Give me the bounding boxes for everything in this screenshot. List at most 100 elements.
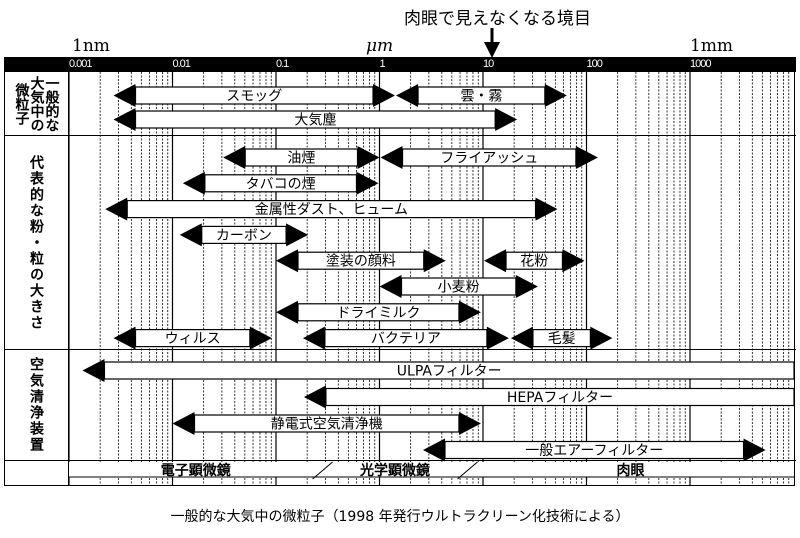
section-label-atmospheric: 一般的な 大気中の 微粒子 xyxy=(4,73,68,135)
particle-bar: 花粉 xyxy=(484,249,585,273)
bar-left-arrow-icon xyxy=(379,275,402,298)
bar-label: バクテリア xyxy=(371,331,441,347)
bar-right-arrow-icon xyxy=(286,223,309,247)
bar-label: カーボン xyxy=(216,228,272,244)
bar-right-arrow-icon xyxy=(495,108,518,131)
particle-bar: カーボン xyxy=(179,223,309,247)
visibility-boundary-label: 肉眼で見えなくなる境目 xyxy=(404,9,591,29)
bar-left-arrow-icon xyxy=(303,385,326,409)
bar-right-arrow-icon xyxy=(423,249,446,273)
bar-left-arrow-icon xyxy=(510,326,533,350)
bar-right-arrow-icon xyxy=(249,326,272,350)
axis-tick-label: 0.01 xyxy=(172,58,191,70)
bar-right-arrow-icon xyxy=(544,84,567,107)
instrument-boundary-slash xyxy=(312,461,333,480)
bar-right-arrow-icon xyxy=(515,275,538,298)
bar-right-arrow-icon xyxy=(458,300,481,324)
bar-left-arrow-icon xyxy=(276,300,298,324)
bar-left-arrow-icon xyxy=(113,326,136,350)
bar-right-arrow-icon xyxy=(743,438,766,462)
bar-right-arrow-icon xyxy=(357,146,380,169)
instrument-label: 光学顕微鏡 xyxy=(359,462,430,479)
axis-tick-label: 1 xyxy=(379,58,386,70)
bar-right-arrow-icon xyxy=(486,326,509,350)
bar-left-arrow-icon xyxy=(172,412,195,435)
bar-label: フライアッシュ xyxy=(440,151,538,167)
bar-label: ウィルス xyxy=(165,331,221,347)
bar-left-arrow-icon xyxy=(396,84,419,107)
bar-right-arrow-icon xyxy=(575,146,598,169)
unit-label-um: μm xyxy=(366,36,394,56)
unit-label-nm: 1nm xyxy=(72,36,110,56)
diagram-caption: 一般的な大気中の微粒子（1998 年発行ウルトラクリーン化技術による） xyxy=(170,509,630,525)
bar-label: 大気塵 xyxy=(294,112,336,129)
bar-label: 一般エアーフィルター xyxy=(525,443,663,459)
bar-label: HEPAフィルター xyxy=(507,390,613,406)
particle-bar: 雲・霧 xyxy=(396,84,567,107)
instrument-boundary-slash xyxy=(457,461,478,480)
bar-left-arrow-icon xyxy=(113,108,136,131)
bar-label: 毛髪 xyxy=(548,331,576,347)
bar-left-arrow-icon xyxy=(105,197,128,221)
particle-bar: 金属性ダスト、ヒューム xyxy=(105,197,558,221)
particle-bar: 静電式空気清浄機 xyxy=(172,412,481,435)
bar-label: 油煙 xyxy=(287,151,315,167)
bar-label: スモッグ xyxy=(226,89,282,105)
diagram-frame xyxy=(4,72,795,486)
particle-bar: フライアッシュ xyxy=(380,146,598,169)
bar-label: 静電式空気清浄機 xyxy=(271,417,383,433)
section-label-particles: 代表的な粉・粒の大きさ xyxy=(4,136,68,349)
particle-bar: ドライミルク xyxy=(276,300,481,324)
bar-right-arrow-icon xyxy=(590,326,613,350)
bar-left-arrow-icon xyxy=(82,359,105,382)
unit-label-mm: 1mm xyxy=(690,36,734,56)
section-label-air-cleaners-text: 空気清浄装置 xyxy=(28,357,44,453)
section-divider xyxy=(4,349,796,350)
instrument-row-bg xyxy=(69,462,794,477)
bar-left-arrow-icon xyxy=(302,326,325,350)
particle-bar: ULPAフィルター xyxy=(82,359,795,382)
particle-bar: タバコの煙 xyxy=(182,171,379,195)
bar-label: 塗装の顔料 xyxy=(326,253,396,270)
bar-label: ドライミルク xyxy=(336,305,420,321)
axis-tick-label: 100 xyxy=(586,58,603,70)
section-label-atmospheric-col2: 大気中の xyxy=(28,76,45,132)
axis-tick-label: 0.001 xyxy=(69,58,93,70)
bar-left-arrow-icon xyxy=(484,249,507,273)
particle-bar: 一般エアーフィルター xyxy=(422,438,766,462)
bar-right-arrow-icon xyxy=(373,84,396,107)
bar-label: 雲・霧 xyxy=(460,89,502,105)
bar-right-arrow-icon xyxy=(356,171,379,195)
bar-label: 花粉 xyxy=(520,254,548,270)
bar-left-arrow-icon xyxy=(276,249,298,273)
section-label-particles-text: 代表的な粉・粒の大きさ xyxy=(28,154,44,331)
bar-left-arrow-icon xyxy=(182,171,205,195)
axis-tick-label: 0.1 xyxy=(276,58,289,70)
particle-bar: 塗装の顔料 xyxy=(276,249,446,273)
particle-bar: スモッグ xyxy=(113,84,396,107)
bar-right-arrow-icon xyxy=(535,197,558,221)
section-label-atmospheric-col3: 一般的な xyxy=(43,76,60,132)
bar-right-arrow-icon xyxy=(458,412,481,435)
bar-left-arrow-icon xyxy=(223,146,246,169)
bar-right-arrow-icon xyxy=(562,249,585,273)
bar-left-arrow-icon xyxy=(380,146,403,169)
instrument-label: 肉眼 xyxy=(616,462,644,479)
section-label-separator xyxy=(68,72,69,486)
particle-bar: HEPAフィルター xyxy=(303,385,795,409)
section-divider xyxy=(4,460,796,461)
bar-left-arrow-icon xyxy=(113,84,136,107)
particle-bar: 小麦粉 xyxy=(379,275,538,298)
bar-label: ULPAフィルター xyxy=(397,364,502,380)
particle-bar: 油煙 xyxy=(223,146,380,169)
particle-bar: バクテリア xyxy=(302,326,509,350)
axis-tick-label: 10 xyxy=(483,58,494,70)
boundary-arrow-icon xyxy=(484,28,500,58)
particle-bar: ウィルス xyxy=(113,326,272,350)
instrument-label: 電子顕微鏡 xyxy=(161,462,231,479)
bar-label: 小麦粉 xyxy=(438,280,480,296)
bar-label: 金属性ダスト、ヒューム xyxy=(255,202,408,218)
